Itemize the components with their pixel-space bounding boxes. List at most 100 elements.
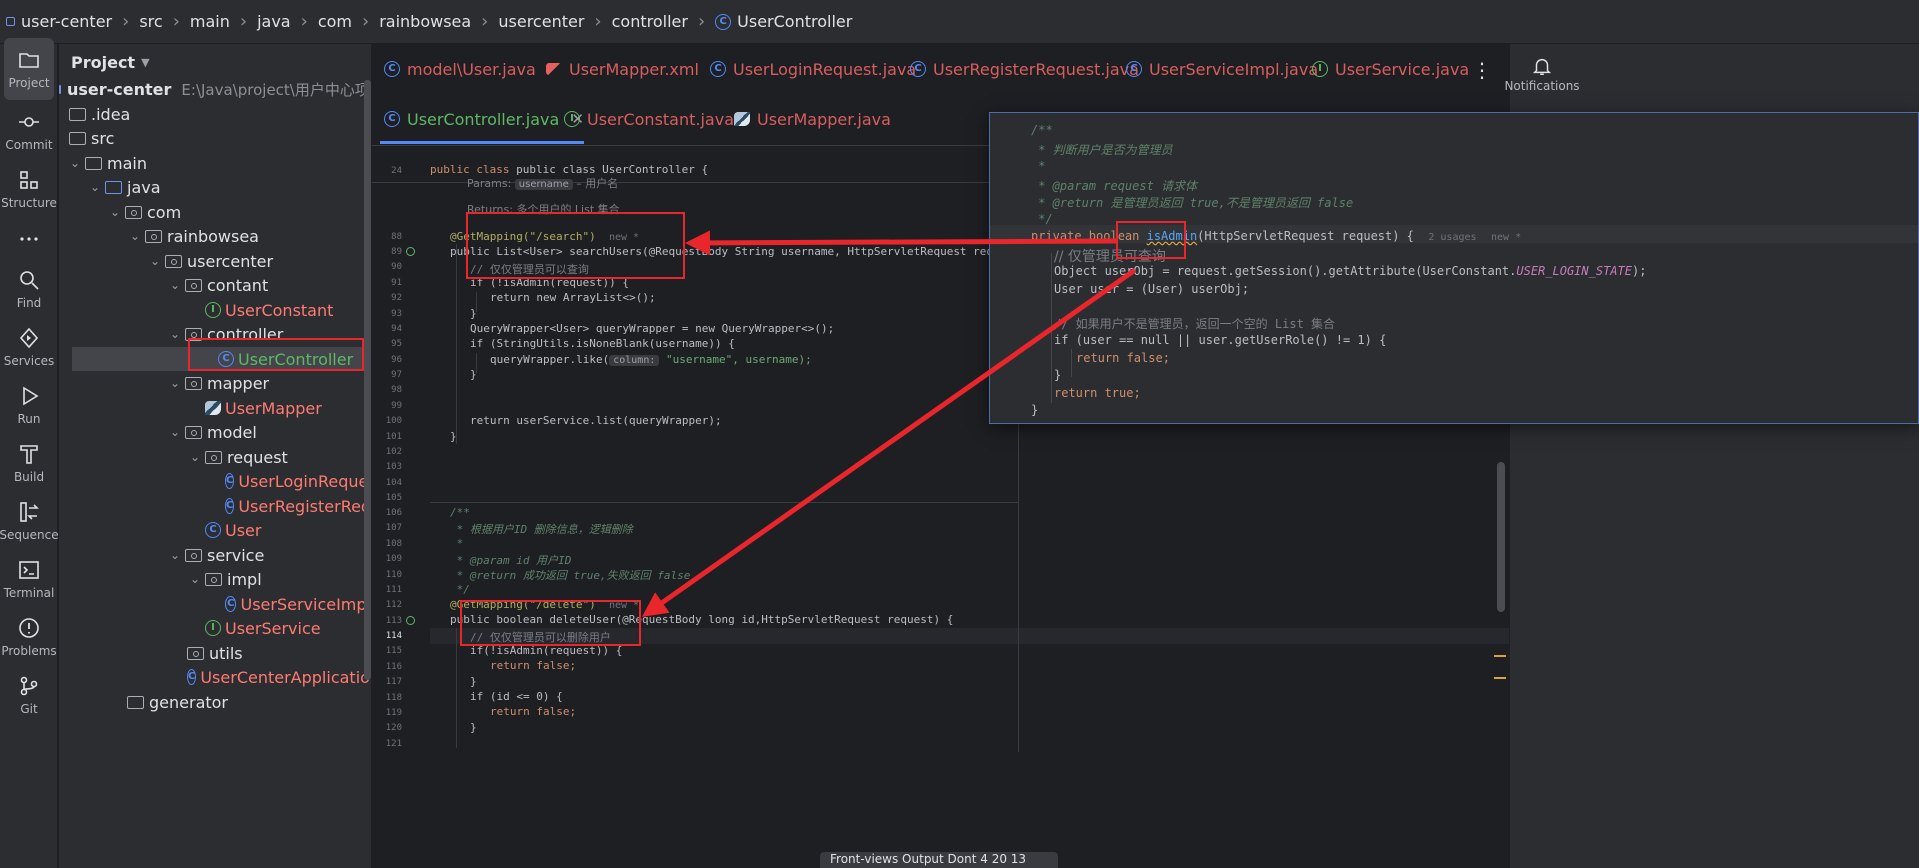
tool-project[interactable]: Project	[4, 38, 54, 100]
chevron-down-icon[interactable]: ⌄	[169, 548, 181, 562]
tool-label: Git	[20, 702, 38, 716]
tree-node-userserviceimpl[interactable]: C UserServiceImpl	[59, 592, 371, 616]
tree-node-usercenter[interactable]: ⌄ usercenter	[59, 249, 371, 273]
tree-node-contant[interactable]: ⌄ contant	[59, 273, 371, 297]
chevron-down-icon[interactable]: ⌄	[189, 450, 201, 464]
chevron-down-icon[interactable]: ⌄	[109, 205, 121, 219]
tree-label: contant	[207, 275, 269, 295]
popup-line: }	[1054, 368, 1061, 382]
chevron-down-icon[interactable]: ⌄	[169, 327, 181, 341]
tool-services[interactable]: Services	[4, 316, 54, 378]
popup-line: if (user == null || user.getUserRole() !…	[1054, 333, 1386, 347]
breadcrumb-item[interactable]: src	[139, 12, 163, 31]
tree-node-com[interactable]: ⌄ com	[59, 200, 371, 224]
endpoint-gutter-icon[interactable]	[406, 616, 415, 625]
chevron-down-icon[interactable]: ⌄	[169, 278, 181, 292]
tree-node-controller[interactable]: ⌄ controller	[59, 322, 371, 346]
tool-problems[interactable]: Problems	[1, 606, 57, 668]
class-icon: C	[218, 351, 234, 367]
tree-node-usercontroller[interactable]: C UserController	[72, 347, 362, 371]
tree-node-usercenterapplication[interactable]: C UserCenterApplication	[59, 665, 371, 689]
tree-node-usermapper[interactable]: UserMapper	[59, 396, 371, 420]
breadcrumb-item[interactable]: UserController	[737, 12, 853, 31]
editor-scrollbar[interactable]	[1497, 462, 1505, 612]
code-line: @GetMapping("/delete") new *	[450, 598, 639, 611]
tree-node-utils[interactable]: utils	[59, 641, 371, 665]
tree-node-userregisterrequest[interactable]: C UserRegisterRequest	[59, 494, 371, 518]
chevron-down-icon[interactable]: ⌄	[149, 254, 161, 268]
chevron-right-icon: ›	[172, 11, 180, 32]
chevron-down-icon[interactable]: ⌄	[129, 229, 141, 243]
tool-commit[interactable]: Commit	[4, 100, 54, 162]
code-text: // 仅仅管理员可以查询	[470, 263, 589, 276]
chevron-down-icon[interactable]: ⌄	[189, 572, 201, 586]
breadcrumb-item[interactable]: controller	[611, 12, 688, 31]
tree-node-java[interactable]: ⌄ java	[59, 175, 371, 199]
chevron-down-icon[interactable]: ⌄	[169, 376, 181, 390]
notifications-button[interactable]: Notifications	[1504, 44, 1580, 104]
package-icon	[185, 278, 202, 292]
tool-run[interactable]: Run	[4, 374, 54, 436]
tree-node-main[interactable]: ⌄ main	[59, 151, 371, 175]
services-icon	[19, 327, 39, 349]
code-text: "username", username);	[659, 353, 812, 366]
tab-usermapper[interactable]: UserMapper.java	[722, 94, 891, 144]
chevron-down-icon[interactable]: ⌄	[169, 425, 181, 439]
code-text: // 如果用户不是管理员，返回一个空的 List 集合	[1054, 317, 1336, 331]
current-line-highlight	[430, 628, 1509, 644]
tool-structure[interactable]: Structure	[1, 158, 57, 220]
code-text: * 根据用户ID 删除信息，逻辑删除	[450, 523, 633, 536]
popup-line: * @return 是管理员返回 true,不是管理员返回 false	[1031, 194, 1353, 211]
tree-scrollbar[interactable]	[364, 80, 371, 680]
breadcrumb-item[interactable]: java	[257, 12, 291, 31]
chevron-down-icon[interactable]: ⌄	[69, 156, 81, 170]
breadcrumb-item[interactable]: com	[317, 12, 352, 31]
tree-label: com	[147, 202, 182, 222]
tool-terminal[interactable]: Terminal	[4, 548, 54, 610]
folder-icon	[85, 156, 102, 170]
tree-node-request[interactable]: ⌄ request	[59, 445, 371, 469]
tool-git[interactable]: Git	[4, 664, 54, 726]
popup-line: User user = (User) userObj;	[1054, 282, 1249, 296]
bottom-toolbar-popup[interactable]: Front-views Output Dont 4 20 13	[820, 852, 1058, 868]
tool-more[interactable]	[4, 208, 54, 270]
code-text: return new ArrayList<>();	[490, 291, 656, 304]
tree-node-userconstant[interactable]: I UserConstant	[59, 298, 371, 322]
tree-node-userloginrequest[interactable]: C UserLoginRequest	[59, 469, 371, 493]
tree-node-service[interactable]: ⌄ service	[59, 543, 371, 567]
project-header[interactable]: Project ▼	[59, 44, 371, 80]
tool-sequence[interactable]: Sequence	[0, 490, 59, 552]
breadcrumb-item[interactable]: user-center	[21, 12, 113, 31]
breadcrumb-item[interactable]: main	[189, 12, 230, 31]
tree-node-idea[interactable]: .idea	[59, 102, 371, 126]
tree-node-impl[interactable]: ⌄ impl	[59, 567, 371, 591]
chevron-down-icon[interactable]: ⌄	[89, 180, 101, 194]
breadcrumb-item[interactable]: rainbowsea	[379, 12, 472, 31]
tree-node-generator[interactable]: generator	[59, 690, 371, 714]
tree-node-model[interactable]: ⌄ model	[59, 420, 371, 444]
quick-definition-popup: /** * 判断用户是否为管理员 * * @param request 请求体 …	[989, 112, 1919, 424]
tree-node-userservice[interactable]: I UserService	[59, 616, 371, 640]
class-icon: C	[225, 596, 237, 612]
tool-build[interactable]: Build	[4, 432, 54, 494]
tree-node-user[interactable]: C User	[59, 518, 371, 542]
tree-node-rainbowsea[interactable]: ⌄ rainbowsea	[59, 224, 371, 248]
tree-node-root[interactable]: user-center E:\Java\project\用户中心项目\user-…	[59, 77, 371, 101]
breadcrumb-item[interactable]: usercenter	[498, 12, 585, 31]
tree-node-src[interactable]: src	[59, 126, 371, 150]
tree-node-mapper[interactable]: ⌄ mapper	[59, 371, 371, 395]
tool-find[interactable]: Find	[4, 258, 54, 320]
endpoint-gutter-icon[interactable]	[406, 247, 415, 256]
tab-usermapper-xml[interactable]: UserMapper.xml	[534, 44, 699, 94]
code-line: */	[450, 583, 470, 596]
code-line: QueryWrapper<User> queryWrapper = new Qu…	[470, 322, 834, 335]
class-icon: C	[225, 498, 235, 514]
tool-label: Commit	[5, 138, 53, 152]
more-tabs-icon[interactable]: ⋮	[1472, 58, 1492, 82]
